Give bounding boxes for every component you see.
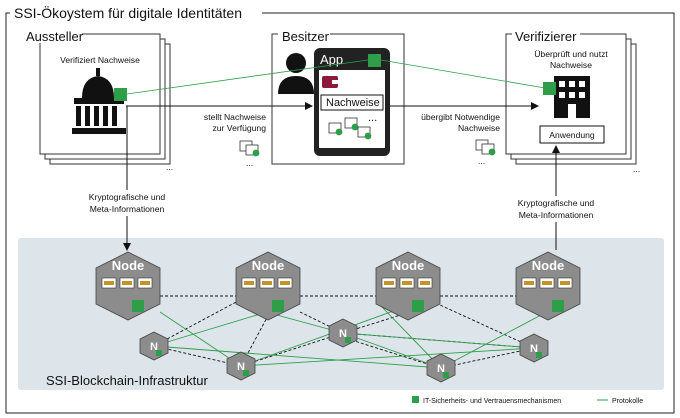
verifier-label: Verifizierer — [515, 29, 577, 44]
node-4-label: Node — [532, 258, 565, 273]
presented-credentials-icon: ... — [475, 139, 496, 166]
verifier-caption-line2: Nachweise — [550, 60, 592, 70]
application-button[interactable] — [539, 125, 605, 144]
present-label-line2: Nachweise — [458, 123, 500, 133]
crypto-right-line1: Kryptografische und — [518, 198, 595, 208]
wallet-icon — [322, 76, 338, 88]
small-node-3-label: N — [339, 328, 347, 340]
svg-text:...: ... — [633, 164, 640, 174]
trust-line-holder-verifier — [380, 59, 546, 89]
legend-security-swatch — [412, 396, 419, 403]
svg-text:...: ... — [166, 162, 173, 172]
credential-icon — [328, 117, 372, 140]
issued-credentials-icon: ... — [239, 140, 260, 168]
node-3-label: Node — [392, 258, 425, 273]
legend-protocols-label: Protokolle — [612, 398, 643, 405]
verifier-security-marker — [543, 82, 556, 95]
node-2-label: Node — [252, 258, 285, 273]
app-label: App — [320, 52, 343, 67]
office-building-icon — [554, 76, 590, 118]
holder-label: Besitzer — [282, 29, 330, 44]
node-1 — [95, 251, 161, 321]
holder-security-marker — [368, 54, 381, 67]
small-node-1 — [139, 331, 169, 361]
crypto-right-line2: Meta-Informationen — [519, 210, 594, 220]
issuer-caption: Verifiziert Nachweise — [60, 55, 140, 65]
node-3 — [375, 251, 441, 321]
issue-label-line1: stellt Nachweise — [204, 112, 266, 122]
legend-security-label: IT-Sicherheits- und Vertrauensmechanisme… — [423, 398, 561, 405]
diagram-title: SSI-Ökoystem für digitale Identitäten — [14, 4, 242, 21]
small-node-3 — [328, 318, 358, 348]
crypto-left-line1: Kryptografische und — [89, 192, 166, 202]
verifier-caption-line1: Überprüft und nutzt — [534, 49, 608, 59]
small-node-5 — [519, 333, 549, 363]
outer-frame — [5, 12, 675, 414]
trust-line-issuer-holder — [126, 59, 369, 95]
small-node-5-label: N — [530, 343, 538, 355]
wallet-label: Nachweise — [326, 97, 380, 109]
issuer-security-marker — [114, 88, 127, 101]
infrastructure-label: SSI-Blockchain-Infrastruktur — [46, 373, 209, 388]
crypto-left-line2: Meta-Informationen — [90, 204, 165, 214]
government-building-icon — [72, 68, 126, 134]
wallet-header — [320, 94, 384, 111]
small-node-2 — [226, 351, 256, 381]
issue-label-line2: zur Verfügung — [212, 123, 266, 133]
wallet-ellipsis: ... — [368, 112, 377, 124]
node-4 — [515, 251, 581, 321]
small-node-2-label: N — [237, 361, 245, 373]
small-node-4 — [426, 353, 456, 383]
svg-text:...: ... — [246, 158, 253, 168]
present-label-line1: übergibt Notwendige — [421, 112, 500, 122]
node-2 — [235, 251, 301, 321]
node-1-label: Node — [112, 258, 145, 273]
issuer-label: Aussteller — [26, 29, 84, 44]
application-button-label: Anwendung — [549, 130, 595, 140]
person-icon — [278, 53, 314, 94]
legend: IT-Sicherheits- und Vertrauensmechanisme… — [412, 396, 643, 405]
small-node-1-label: N — [150, 341, 158, 353]
svg-text:...: ... — [478, 156, 485, 166]
small-node-4-label: N — [437, 363, 445, 375]
